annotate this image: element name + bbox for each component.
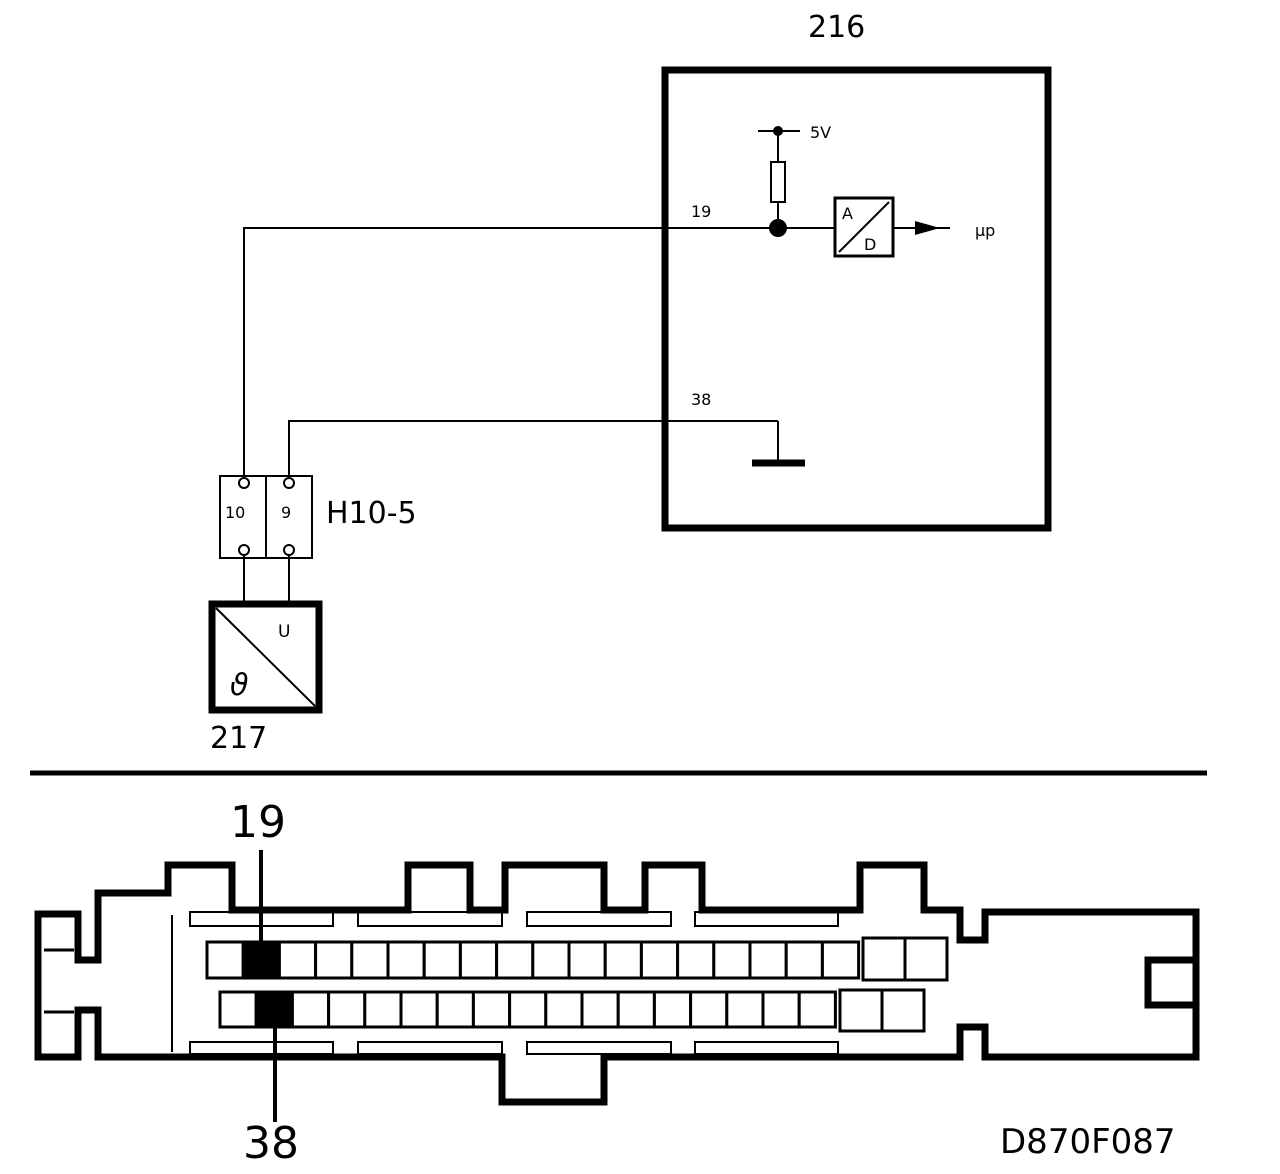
pin-block-top-extra-1 (861, 936, 907, 982)
pin-block-top-extra-2 (903, 936, 949, 982)
pin-cell-bottom-14 (689, 990, 729, 1029)
pin-cell-top-11 (567, 940, 607, 980)
ecu-box (661, 66, 1052, 532)
supply-label: 5V (810, 123, 831, 142)
pin-cell-top-12 (603, 940, 643, 980)
connector-pin-9: 9 (281, 503, 291, 522)
temperature-sensor: U ϑ 217 (208, 600, 323, 756)
pin-block-bottom-extra-2 (880, 988, 926, 1033)
connector-pin-10: 10 (225, 503, 245, 522)
sensor-output-symbol: U (278, 622, 290, 642)
pin-cell-bottom-11 (580, 990, 620, 1029)
pin-cell-bottom-16 (761, 990, 801, 1029)
sensor-label: 217 (210, 721, 267, 756)
pin-block-bottom-extra-1 (838, 988, 884, 1033)
pin-cell-bottom-8 (471, 990, 512, 1029)
pin-cell-top-14 (676, 940, 716, 980)
pin-cell-bottom-17 (797, 990, 837, 1029)
adc-label-d: D (864, 235, 876, 254)
pin-cell-bottom-3 (290, 990, 331, 1029)
ecu-unit: 216 5V A D µp 19 38 (661, 10, 1052, 532)
pin-cell-bottom-15 (725, 990, 765, 1029)
pin-cell-bottom-10 (544, 990, 584, 1029)
drawing-code: D870F087 (1000, 1122, 1176, 1162)
wiring (243, 227, 778, 603)
pin-cell-top-6 (386, 940, 426, 980)
pin-cell-top-15 (712, 940, 752, 980)
ecu-label: 216 (808, 10, 865, 45)
pin-cell-top-4 (314, 940, 354, 980)
pin-19-label: 19 (691, 202, 711, 221)
pin-cell-top-9 (495, 940, 535, 980)
pin-cell-bottom-7 (435, 990, 475, 1029)
pin-cell-top-17 (784, 940, 824, 980)
pin-cell-top-10 (531, 940, 571, 980)
pin-cell-bottom-6 (399, 990, 439, 1029)
pin-cell-top-8 (458, 940, 499, 980)
pin-cell-top-5 (350, 940, 390, 980)
adc-label-a: A (842, 204, 853, 223)
pin-cell-bottom-12 (616, 990, 656, 1029)
pin-cell-top-1 (205, 940, 245, 980)
pin-cell-bottom-9 (508, 990, 548, 1029)
connector-housing (34, 861, 1200, 1106)
connector-front-view: 19 38 (34, 797, 1200, 1169)
sensor-box (208, 600, 323, 714)
output-arrow-icon (915, 221, 940, 235)
connector-label: H10-5 (326, 496, 417, 531)
ground-wire (288, 420, 778, 477)
pin-cell-bottom-5 (363, 990, 403, 1029)
pin-cell-top-13 (639, 940, 680, 980)
pin-cell-bottom-13 (652, 990, 693, 1029)
pin-row-bottom (218, 990, 837, 1029)
pin-cell-top-3 (277, 940, 318, 980)
pin-cell-top-7 (422, 940, 462, 980)
pin-38-label: 38 (691, 390, 711, 409)
pin-cell-bottom-4 (327, 990, 367, 1029)
pin-cell-bottom-1 (218, 990, 258, 1029)
sensor-theta-symbol: ϑ (230, 668, 249, 703)
pin-cell-top-18 (820, 940, 861, 980)
connector-h10-5: 10 9 H10-5 (219, 475, 417, 559)
callout-label-38: 38 (243, 1118, 299, 1169)
pin-cell-top-16 (748, 940, 788, 980)
signal-wire (243, 227, 778, 477)
microprocessor-label: µp (975, 221, 995, 240)
pullup-resistor (770, 161, 786, 203)
callout-label-19: 19 (230, 797, 286, 848)
pin-row-top (205, 940, 861, 980)
